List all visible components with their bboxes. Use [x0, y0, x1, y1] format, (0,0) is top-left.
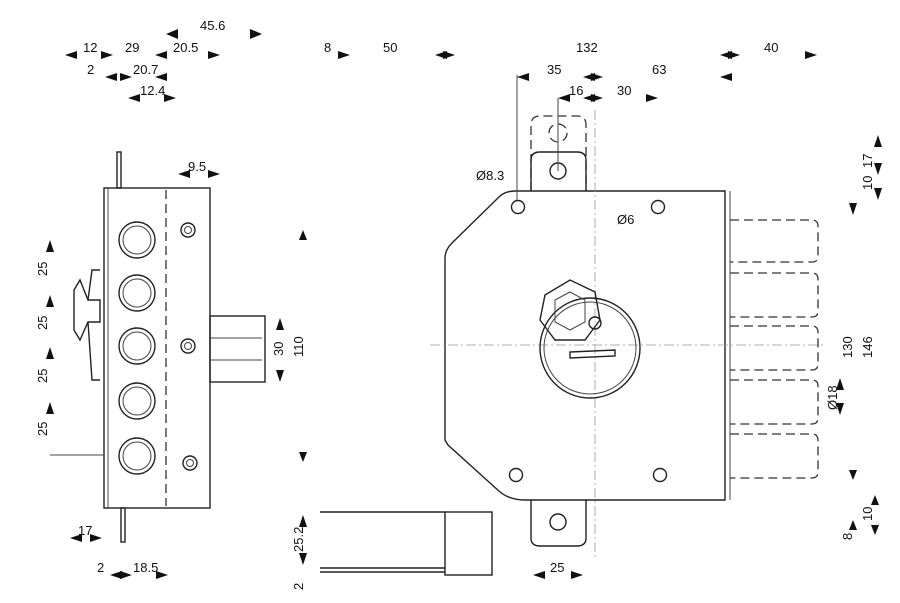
dim-9-5: 9.5 — [188, 159, 206, 174]
top-pin — [116, 151, 122, 189]
dim-30-bolt: 30 — [271, 342, 286, 356]
knob — [73, 278, 101, 342]
dimension-arrows — [46, 29, 882, 579]
dim-130: 130 — [840, 336, 855, 358]
dim-35: 35 — [547, 62, 561, 77]
dim-25-d: 25 — [35, 422, 50, 436]
dim-40: 40 — [764, 40, 778, 55]
dim-25-2: 25.2 — [291, 527, 306, 552]
dim-12-4: 12.4 — [140, 83, 165, 98]
dim-17-bottom: 17 — [78, 523, 92, 538]
dim-20-7: 20.7 — [133, 62, 158, 77]
dim-dia-6: Ø6 — [617, 212, 634, 227]
dim-dia-8-3: Ø8.3 — [476, 168, 504, 183]
dim-10-bottom: 10 — [860, 507, 875, 521]
dim-146: 146 — [860, 336, 875, 358]
front-view — [430, 75, 825, 560]
dim-45-6: 45.6 — [200, 18, 225, 33]
dim-50: 50 — [383, 40, 397, 55]
dim-2-bottom: 2 — [97, 560, 104, 575]
bolt-holes — [118, 221, 156, 475]
dim-2-top: 2 — [87, 62, 94, 77]
dim-110: 110 — [291, 336, 306, 357]
dim-29: 29 — [125, 40, 139, 55]
dim-132: 132 — [576, 40, 598, 55]
dim-18-5: 18.5 — [133, 560, 158, 575]
dim-30-top: 30 — [617, 83, 631, 98]
dim-25-b: 25 — [35, 316, 50, 330]
screw-holes — [180, 222, 198, 471]
side-view — [50, 151, 266, 543]
bottom-pin — [120, 507, 126, 543]
dim-25-c: 25 — [35, 369, 50, 383]
cam-detail — [320, 511, 493, 576]
latch-bolt — [209, 315, 266, 383]
dim-25-a: 25 — [35, 262, 50, 276]
dim-17-right: 17 — [860, 154, 875, 168]
dimension-labels: 45.6 12 29 20.5 8 50 2 20.7 12.4 9.5 132… — [35, 18, 875, 590]
dim-12: 12 — [83, 40, 97, 55]
dim-8-top: 8 — [324, 40, 331, 55]
lock-case — [444, 190, 726, 501]
dim-dia-18: Ø18 — [825, 385, 840, 410]
bolts — [730, 219, 819, 479]
dim-16: 16 — [569, 83, 583, 98]
dim-8-bottom: 8 — [840, 533, 855, 540]
dim-63: 63 — [652, 62, 666, 77]
cylinder — [539, 279, 641, 399]
dim-20-5: 20.5 — [173, 40, 198, 55]
bottom-tab — [530, 500, 587, 547]
dim-10-right-top: 10 — [860, 176, 875, 190]
dim-2-side: 2 — [291, 583, 306, 590]
dim-25-bottom: 25 — [550, 560, 564, 575]
